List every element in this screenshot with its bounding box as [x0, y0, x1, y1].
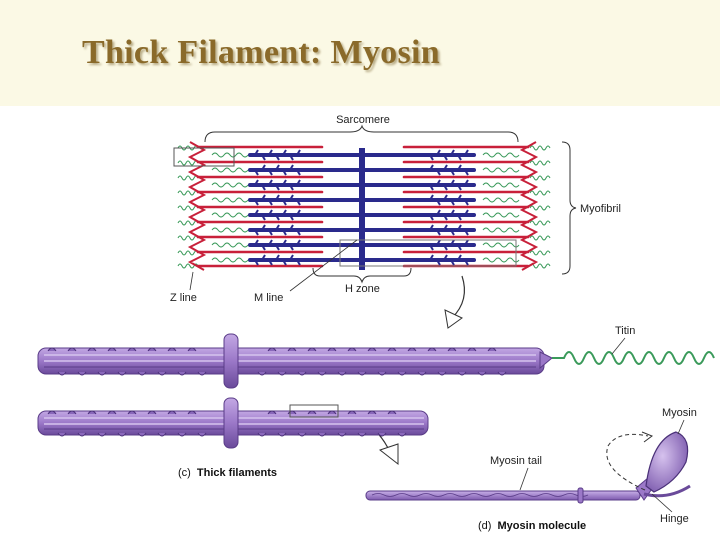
myosin-heads	[254, 149, 469, 266]
titin-springs-right	[482, 145, 551, 269]
label-hinge: Hinge	[660, 513, 689, 525]
label-h-zone: H zone	[345, 283, 380, 295]
title-banner: Thick Filament: Myosin	[0, 0, 720, 106]
caption-c-letter: (c)	[178, 467, 191, 479]
zoom-arrow-upper	[444, 275, 465, 329]
sarcomere-array	[173, 141, 551, 271]
myosin-head	[645, 431, 689, 493]
label-m-line: M line	[254, 292, 283, 304]
titin-springs-left	[177, 145, 249, 269]
caption-d: (d) Myosin molecule	[478, 520, 586, 532]
caption-c-text: Thick filaments	[197, 467, 277, 479]
label-titin: Titin	[615, 325, 635, 337]
h-zone-bracket: H zone	[312, 267, 412, 295]
m-line-band-upper	[223, 333, 239, 389]
slide-title: Thick Filament: Myosin	[82, 34, 440, 71]
actin-thin-filaments	[196, 145, 530, 268]
caption-d-text: Myosin molecule	[498, 520, 587, 532]
label-myosin-tail: Myosin tail	[490, 455, 542, 467]
label-sarcomere: Sarcomere	[336, 114, 390, 126]
thick-filament-lower	[37, 397, 429, 449]
myosin-tail-shape	[365, 490, 641, 501]
label-myosin: Myosin	[662, 407, 697, 419]
caption-c: (c) Thick filaments	[178, 467, 277, 479]
myosin-molecule	[365, 431, 691, 504]
sarcomere-bracket: Sarcomere	[204, 114, 519, 143]
head-motion-dashed	[606, 433, 649, 491]
thick-filament-upper	[37, 333, 553, 389]
caption-d-letter: (d)	[478, 520, 491, 532]
myofibril-bracket: Myofibril	[561, 141, 621, 275]
titin-spring: Titin	[552, 325, 715, 365]
label-myofibril: Myofibril	[580, 203, 621, 215]
z-lines	[187, 141, 539, 271]
zoom-box-left	[173, 147, 235, 167]
m-line-bar	[359, 148, 365, 270]
label-z-line: Z line	[170, 292, 197, 304]
m-line-band-lower	[223, 397, 239, 449]
zoom-box-lower	[289, 404, 339, 418]
